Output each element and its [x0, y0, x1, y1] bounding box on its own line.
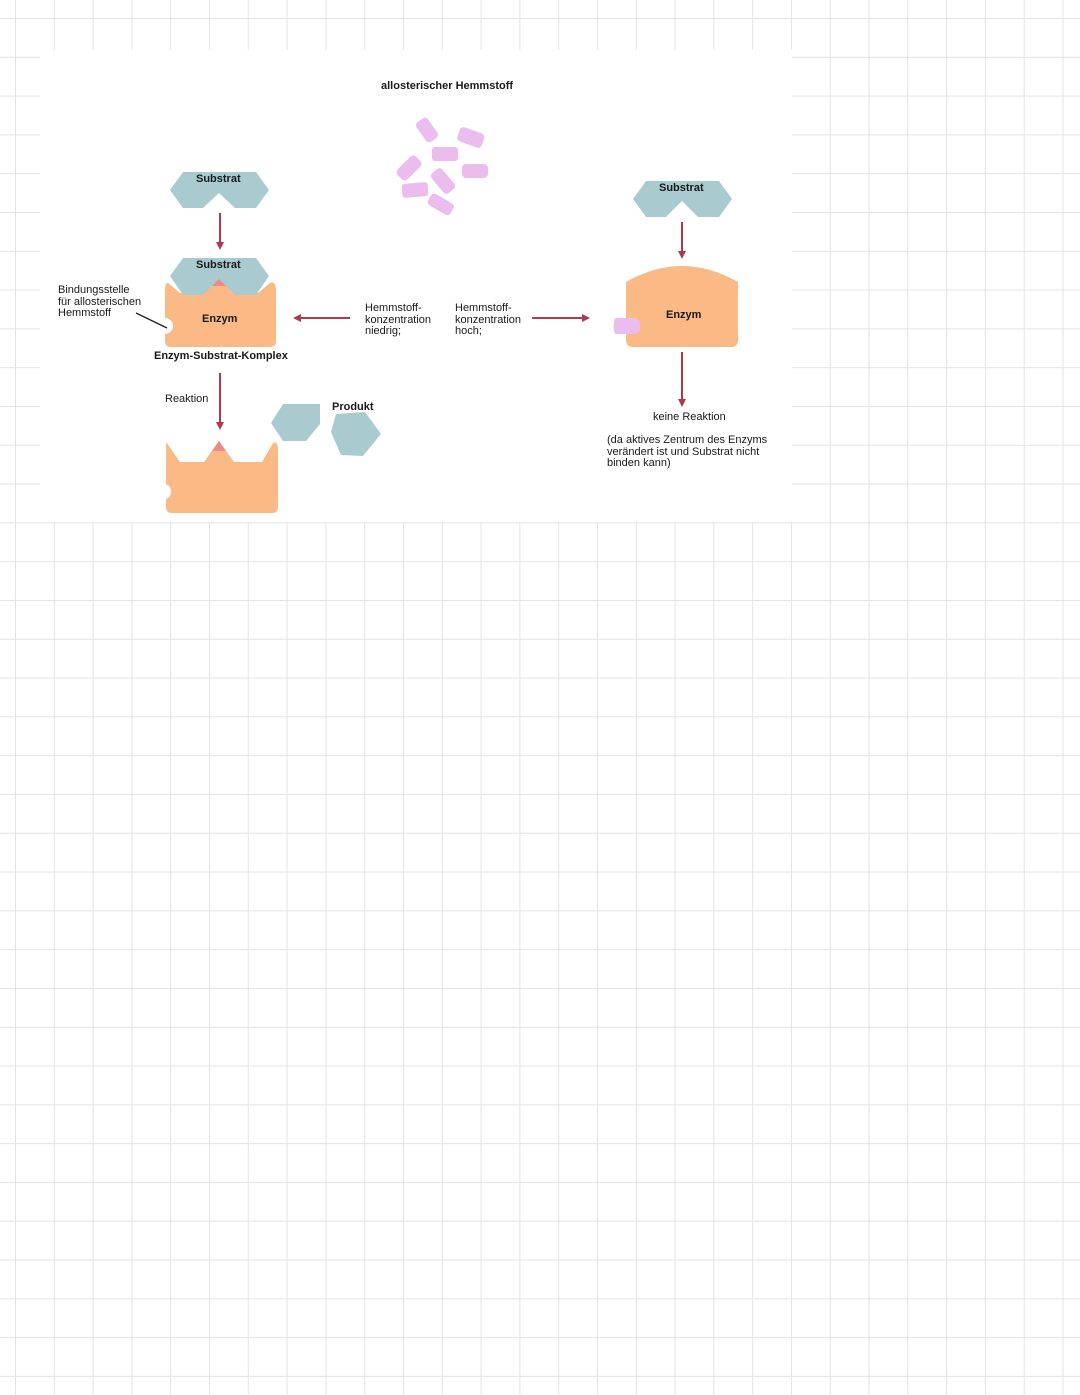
active-site-after-reaction [212, 441, 226, 451]
substrate-shape-right [633, 181, 732, 217]
inhibitor-molecule [430, 168, 456, 194]
enzyme-label-left: Enzym [202, 313, 238, 325]
substrate-label-left-top: Substrat [196, 173, 241, 185]
product-label: Produkt [332, 401, 374, 413]
inhibitor-molecules [396, 117, 488, 216]
active-site-left [212, 277, 226, 286]
complex-label: Enzym-Substrat-Komplex [154, 350, 288, 362]
enzyme-label-right: Enzym [666, 309, 702, 321]
inhibitor-title: allosterischer Hemmstoff [381, 80, 514, 92]
reaction-label: Reaktion [165, 393, 209, 405]
enzyme-shape-left [165, 278, 276, 347]
high-concentration-label: Hemmstoff- konzentration hoch; [455, 302, 522, 337]
low-concentration-label: Hemmstoff- konzentration niedrig; [365, 302, 432, 337]
inhibitor-molecule [396, 155, 422, 181]
substrate-shape-left-bound [170, 258, 269, 295]
inhibitor-molecule [462, 164, 488, 178]
inhibitor-bound-right [613, 318, 640, 334]
substrate-label-right: Substrat [659, 182, 704, 194]
product-piece-2 [331, 412, 381, 456]
binding-site-pointer [135, 312, 168, 329]
substrate-label-left-bound: Substrat [196, 259, 241, 271]
product-piece-1 [271, 404, 320, 441]
inhibitor-molecule [415, 117, 439, 143]
binding-site-label: Bindungsstelle für allosterischen Hemmst… [58, 284, 142, 319]
enzyme-shape-right [626, 266, 738, 347]
substrate-shape-left-top [170, 172, 269, 208]
explanation-label: (da aktives Zentrum des Enzyms verändert… [607, 434, 768, 469]
inhibitor-molecule [401, 182, 429, 198]
inhibitor-molecule [432, 147, 458, 161]
inhibitor-molecule [427, 193, 454, 216]
enzyme-shape-after-reaction [166, 441, 278, 513]
no-reaction-label: keine Reaktion [653, 411, 726, 423]
inhibitor-molecule [457, 127, 485, 148]
